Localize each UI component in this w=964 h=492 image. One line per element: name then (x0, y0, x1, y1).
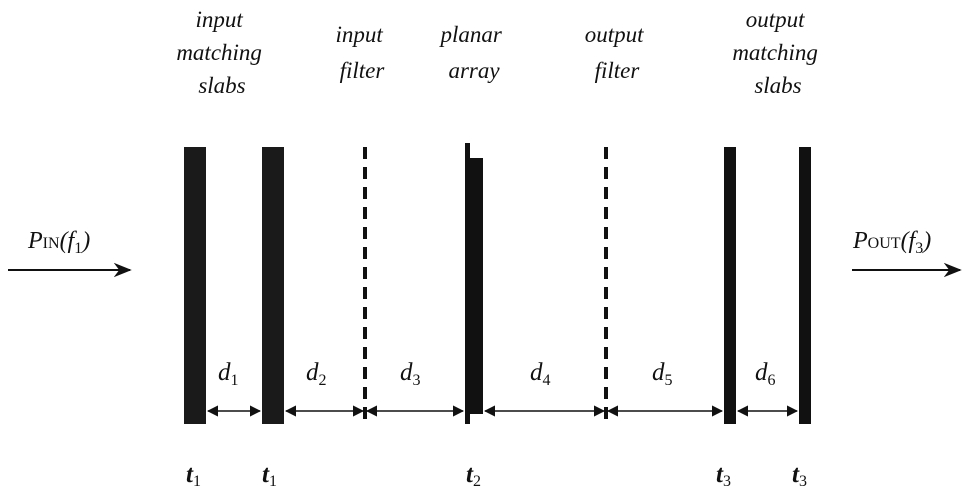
distance-label-d5: d5 (652, 359, 673, 389)
thickness-label-t1-b: t1 (262, 461, 277, 490)
distance-label-d4: d4 (530, 359, 551, 389)
output-matching-slab-2 (799, 147, 811, 424)
thickness-label-t1-a: t1 (186, 461, 201, 490)
distance-label-d6: d6 (755, 359, 776, 389)
input-matching-slab-2 (262, 147, 284, 424)
distance-label-d1: d1 (218, 359, 239, 389)
output-matching-label: output matching slabs (732, 7, 823, 98)
thickness-label-t3-a: t3 (716, 461, 731, 490)
input-matching-slab-1 (184, 147, 206, 424)
input-matching-label: input matching slabs (176, 7, 267, 98)
distance-label-d3: d3 (400, 359, 421, 389)
output-matching-slab-1 (724, 147, 736, 424)
thickness-label-t2: t2 (466, 461, 481, 490)
input-power-label: PIN(f1) (27, 228, 90, 257)
planar-array-label: planar array (438, 22, 507, 83)
planar-array-layer (465, 143, 483, 424)
output-filter-label: output filter (585, 22, 650, 83)
output-power-label: POUT(f3) (852, 228, 931, 257)
thickness-label-t3-b: t3 (792, 461, 807, 490)
distance-label-d2: d2 (306, 359, 327, 389)
input-filter-label: input filter (335, 22, 388, 83)
